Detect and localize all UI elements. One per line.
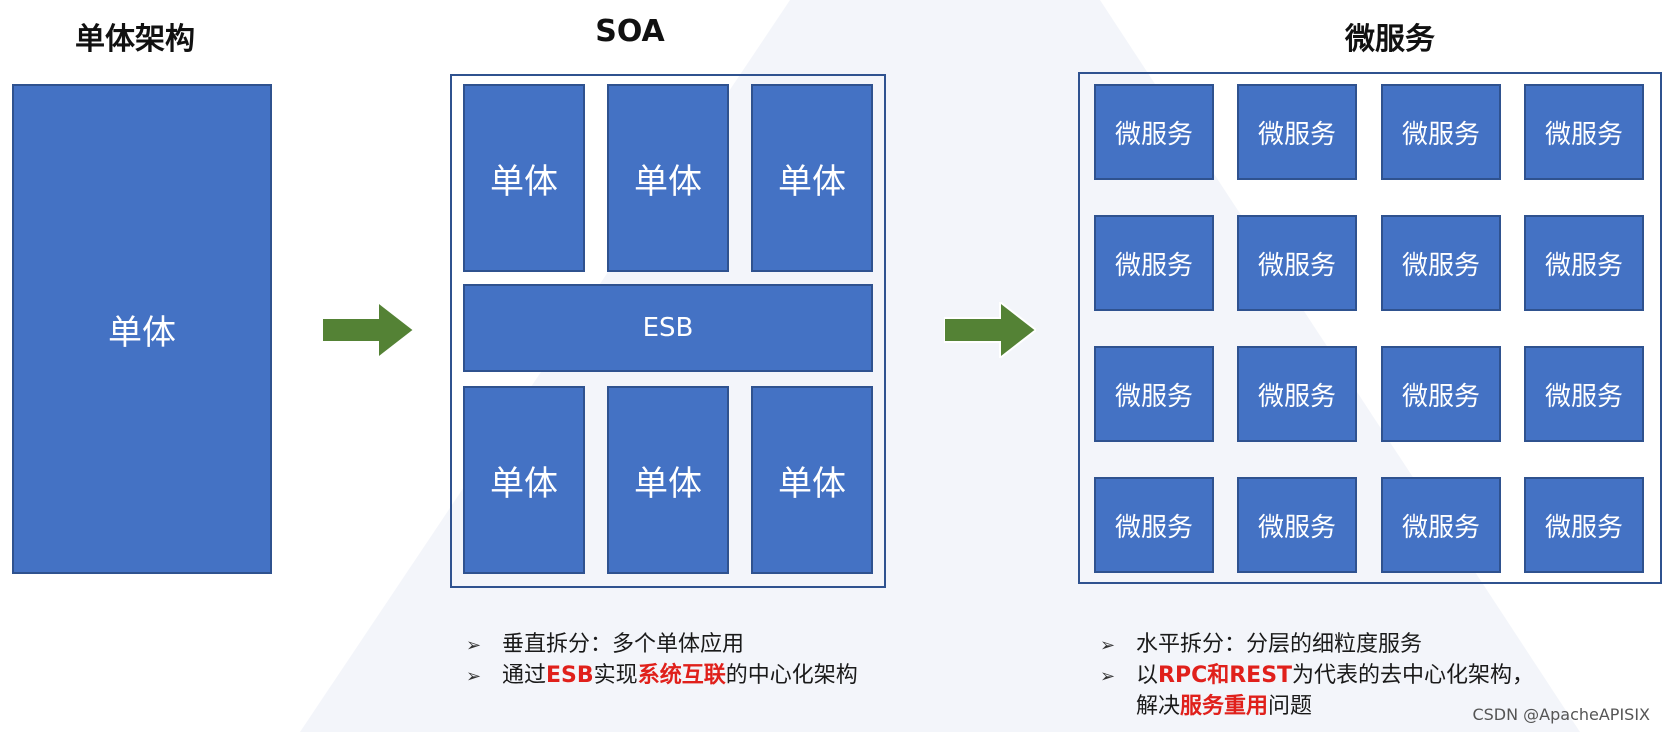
arrow-right-icon xyxy=(322,302,414,358)
micro-note-1: ➢ 水平拆分：分层的细粒度服务 xyxy=(1100,630,1534,661)
monolith-title: 单体架构 xyxy=(75,22,195,57)
note-text: 的中心化架构 xyxy=(725,663,858,688)
highlight-text: ESB xyxy=(546,663,594,688)
microservice-cell: 微服务 xyxy=(1524,215,1644,311)
soa-top-monolith-1: 单体 xyxy=(463,84,585,272)
soa-bottom-monolith-3: 单体 xyxy=(751,386,873,574)
note-text: 问题 xyxy=(1268,694,1313,719)
note-text: 垂直拆分：多个单体应用 xyxy=(502,632,745,657)
soa-top-monolith-3: 单体 xyxy=(751,84,873,272)
microservice-cell: 微服务 xyxy=(1094,477,1214,573)
soa-title: SOA xyxy=(595,14,665,49)
bullet-arrow-icon: ➢ xyxy=(466,635,482,656)
soa-note-1: ➢ 垂直拆分：多个单体应用 xyxy=(466,630,858,661)
micro-note-2: ➢ 以RPC和REST为代表的去中心化架构， xyxy=(1100,661,1534,692)
microservice-cell: 微服务 xyxy=(1381,346,1501,442)
note-text: 为代表的去中心化架构， xyxy=(1292,663,1535,688)
microservice-cell: 微服务 xyxy=(1524,84,1644,180)
bullet-arrow-icon: ➢ xyxy=(1100,635,1116,656)
soa-notes: ➢ 垂直拆分：多个单体应用 ➢ 通过ESB实现系统互联的中心化架构 xyxy=(466,630,858,692)
microservice-cell: 微服务 xyxy=(1237,346,1357,442)
microservice-cell: 微服务 xyxy=(1524,477,1644,573)
note-text: 通过 xyxy=(502,663,547,688)
microservice-cell: 微服务 xyxy=(1094,215,1214,311)
highlight-text: 服务重用 xyxy=(1180,694,1269,719)
microservice-cell: 微服务 xyxy=(1237,477,1357,573)
microservice-cell: 微服务 xyxy=(1381,477,1501,573)
microservices-title: 微服务 xyxy=(1345,22,1435,57)
microservice-cell: 微服务 xyxy=(1094,84,1214,180)
microservice-cell: 微服务 xyxy=(1381,215,1501,311)
note-text: 水平拆分：分层的细粒度服务 xyxy=(1136,632,1423,657)
note-text: 实现 xyxy=(593,663,638,688)
soa-top-monolith-2: 单体 xyxy=(607,84,729,272)
soa-frame xyxy=(450,74,886,588)
soa-bottom-monolith-1: 单体 xyxy=(463,386,585,574)
microservice-cell: 微服务 xyxy=(1381,84,1501,180)
microservices-notes: ➢ 水平拆分：分层的细粒度服务 ➢ 以RPC和REST为代表的去中心化架构， 解决服… xyxy=(1100,630,1534,722)
bullet-arrow-icon: ➢ xyxy=(466,666,482,687)
highlight-text: RPC和REST xyxy=(1158,663,1293,688)
esb-bar: ESB xyxy=(463,284,873,372)
microservice-cell: 微服务 xyxy=(1094,346,1214,442)
highlight-text: 系统互联 xyxy=(637,663,726,688)
soa-bottom-monolith-2: 单体 xyxy=(607,386,729,574)
arrow-right-icon xyxy=(944,302,1036,358)
microservice-cell: 微服务 xyxy=(1524,346,1644,442)
soa-note-2: ➢ 通过ESB实现系统互联的中心化架构 xyxy=(466,661,858,692)
monolith-box: 单体 xyxy=(12,84,272,574)
note-text: 以 xyxy=(1136,663,1159,688)
note-text: 解决 xyxy=(1136,694,1181,719)
bullet-arrow-icon: ➢ xyxy=(1100,666,1116,687)
microservice-cell: 微服务 xyxy=(1237,84,1357,180)
micro-note-3: 解决服务重用问题 xyxy=(1100,692,1534,722)
watermark: CSDN @ApacheAPISIX xyxy=(1472,705,1650,724)
microservices-frame xyxy=(1078,72,1662,584)
microservice-cell: 微服务 xyxy=(1237,215,1357,311)
